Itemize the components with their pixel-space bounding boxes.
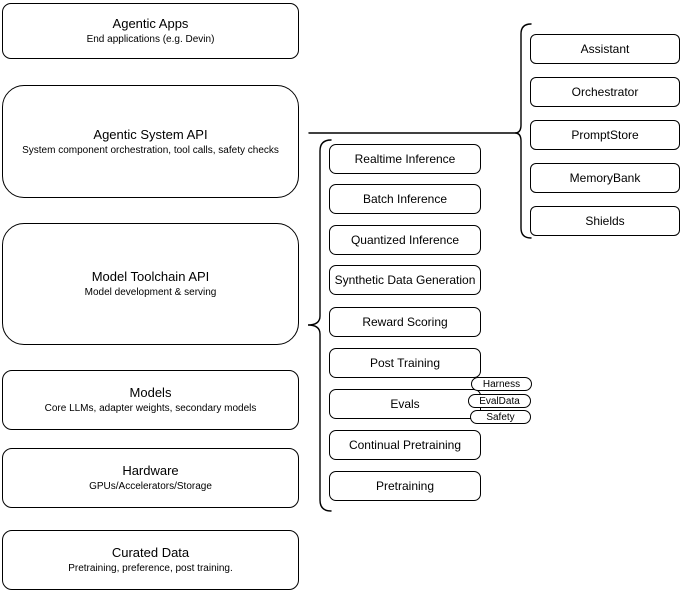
node-quantized-inference: Quantized Inference: [329, 225, 481, 255]
box-subtitle: GPUs/Accelerators/Storage: [89, 481, 212, 492]
node-memorybank: MemoryBank: [530, 163, 680, 193]
node-continual-pretraining: Continual Pretraining: [329, 430, 481, 460]
node-shields: Shields: [530, 206, 680, 236]
box-hardware: Hardware GPUs/Accelerators/Storage: [2, 448, 299, 508]
tag-harness: Harness: [471, 377, 532, 391]
box-agentic-system-api: Agentic System API System component orch…: [2, 85, 299, 198]
node-batch-inference: Batch Inference: [329, 184, 481, 214]
box-subtitle: Pretraining, preference, post training.: [68, 563, 233, 574]
node-post-training: Post Training: [329, 348, 481, 378]
node-pretraining: Pretraining: [329, 471, 481, 501]
system-group-brace: [514, 23, 532, 239]
node-orchestrator: Orchestrator: [530, 77, 680, 107]
box-title: Agentic System API: [93, 126, 208, 142]
tag-safety: Safety: [470, 410, 531, 424]
box-title: Agentic Apps: [112, 16, 189, 31]
node-realtime-inference: Realtime Inference: [329, 144, 481, 174]
box-subtitle: Model development & serving: [84, 287, 217, 298]
box-agentic-apps: Agentic Apps End applications (e.g. Devi…: [2, 3, 299, 59]
node-promptstore: PromptStore: [530, 120, 680, 150]
node-synthetic-data-generation: Synthetic Data Generation: [329, 265, 481, 295]
box-title: Curated Data: [111, 545, 190, 560]
box-model-toolchain-api: Model Toolchain API Model development & …: [2, 223, 299, 345]
box-subtitle: End applications (e.g. Devin): [86, 34, 215, 45]
box-title: Hardware: [122, 463, 179, 478]
box-curated-data: Curated Data Pretraining, preference, po…: [2, 530, 299, 590]
box-title: Models: [129, 385, 172, 400]
tag-evaldata: EvalData: [468, 394, 531, 408]
node-evals: Evals: [329, 389, 481, 419]
node-assistant: Assistant: [530, 34, 680, 64]
box-subtitle: Core LLMs, adapter weights, secondary mo…: [44, 403, 257, 414]
node-reward-scoring: Reward Scoring: [329, 307, 481, 337]
box-models: Models Core LLMs, adapter weights, secon…: [2, 370, 299, 430]
box-subtitle: System component orchestration, tool cal…: [22, 144, 279, 156]
toolchain-group-brace: [307, 139, 332, 512]
box-title: Model Toolchain API: [91, 269, 210, 284]
